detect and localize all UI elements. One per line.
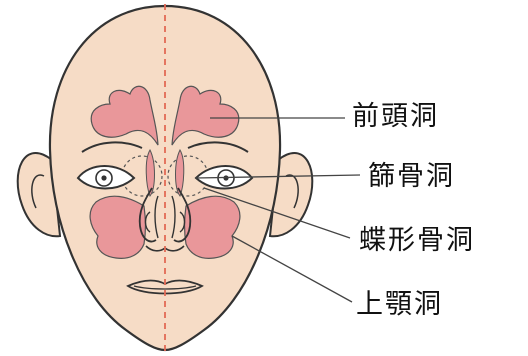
- label-frontal-sinus: 前頭洞: [352, 103, 439, 130]
- label-ethmoid-sinus: 篩骨洞: [368, 163, 455, 190]
- maxillary-sinus-left: [90, 196, 145, 258]
- label-sphenoid-sinus: 蝶形骨洞: [359, 227, 475, 254]
- maxillary-sinus-right: [185, 196, 240, 258]
- label-maxillary-sinus: 上顎洞: [356, 291, 443, 318]
